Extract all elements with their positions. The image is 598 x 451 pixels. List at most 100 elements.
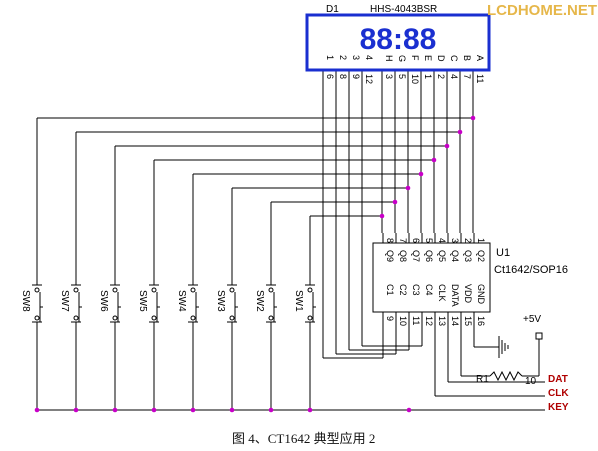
ic-ref: U1 (496, 247, 510, 259)
display-pin-label: 1 (325, 55, 335, 60)
switch-label: SW6 (98, 290, 109, 312)
junction-dot (190, 407, 196, 413)
ic-pin-label: Q5 (437, 250, 447, 262)
ic-bottom-pin-number: 15 (463, 316, 473, 326)
junction-dot (268, 407, 274, 413)
display-pin-label: F (410, 55, 420, 61)
display-pin-number: 6 (325, 74, 335, 79)
junction-dots (34, 115, 476, 413)
ic-part: Ct1642/SOP16 (494, 264, 568, 276)
ic-pin-label: GND (476, 284, 486, 305)
ic-pin-label: Q3 (463, 250, 473, 262)
ic-top-pin-number: 6 (411, 238, 421, 243)
switch-sw4: SW4 (176, 284, 199, 323)
ic-bottom-pin-number: 11 (411, 316, 421, 325)
switch-sw1: SW1 (293, 284, 316, 323)
switch-label: SW5 (137, 290, 148, 312)
lcd-frame (305, 13, 491, 72)
display-pin-label: C (449, 55, 459, 62)
display-pin-number: 7 (462, 74, 472, 79)
display-pin-label: 3 (351, 55, 361, 60)
switch-label: SW8 (20, 290, 31, 312)
junction-dot (229, 407, 235, 413)
display-pin-number: 3 (384, 74, 394, 79)
ic-pin-label: Q6 (424, 250, 434, 262)
display-pin-label: D (436, 55, 446, 62)
signal-clk: CLK (548, 388, 569, 399)
ic-bottom-pin-number: 13 (437, 316, 447, 326)
junction-dot (392, 199, 398, 205)
switch-label: SW4 (176, 290, 187, 312)
ic-pin-label: C3 (411, 284, 421, 296)
resistor-zigzag (489, 370, 523, 382)
junction-dot (112, 407, 118, 413)
display-pin-label: E (423, 55, 433, 61)
display-pin-number: 2 (436, 74, 446, 79)
ic-body (372, 242, 491, 313)
ic-bottom-pin-number: 10 (398, 316, 408, 326)
ic-top-pin-number: 5 (424, 238, 434, 243)
junction-dot (34, 407, 40, 413)
ic-pin-label: Q4 (450, 250, 460, 262)
ic-pin-label: Q9 (385, 250, 395, 262)
ic-pin-label: VDD (463, 284, 473, 304)
junction-dot (431, 157, 437, 163)
display-pin-label: 2 (338, 55, 348, 60)
watermark: LCDHOME.NET (487, 2, 597, 19)
junction-dot (307, 407, 313, 413)
ic-pin-label: Q8 (398, 250, 408, 262)
switch-label: SW2 (254, 290, 265, 312)
ic-pin-label: Q7 (411, 250, 421, 262)
display-pin-label: H (384, 55, 394, 62)
display-ref: D1 (326, 4, 339, 15)
wiring (36, 70, 545, 411)
display-pin-number: 1 (423, 74, 433, 79)
figure-caption: 图 4、CT1642 典型应用 2 (232, 431, 376, 446)
signal-key: KEY (548, 402, 569, 413)
switch-sw2: SW2 (254, 284, 277, 323)
ic-top-pin-number: 2 (463, 238, 473, 243)
display-pin-label: 4 (364, 55, 374, 60)
ic-top-pin-number: 3 (450, 238, 460, 243)
display-part: HHS-4043BSR (370, 4, 437, 15)
switch-sw7: SW7 (59, 284, 82, 323)
ic-bottom-pin-number: 16 (476, 316, 486, 326)
switch-sw8: SW8 (20, 284, 43, 323)
ic-top-pin-number: 7 (398, 238, 408, 243)
power-supply: +5V (523, 314, 543, 340)
lcd-digits: 88:88 (360, 23, 437, 56)
ic-pin-label: C2 (398, 284, 408, 296)
display-pin-number: 9 (351, 74, 361, 79)
junction-dot (405, 185, 411, 191)
junction-dot (457, 129, 463, 135)
ic-bottom-pin-number: 14 (450, 316, 460, 326)
display-pin-number: 12 (364, 74, 374, 84)
ic-pin-label: C4 (424, 284, 434, 296)
resistor-ref: R1 (476, 374, 489, 385)
junction-dot (444, 143, 450, 149)
display-pin-label: A (475, 55, 485, 61)
junction-dot (73, 407, 79, 413)
junction-dot (418, 171, 424, 177)
display-pin-label: G (397, 55, 407, 62)
display-pin-number: 5 (397, 74, 407, 79)
junction-dot (406, 407, 412, 413)
switch-label: SW3 (215, 290, 226, 312)
junction-dot (470, 115, 476, 121)
power-label: +5V (523, 314, 541, 325)
switch-sw6: SW6 (98, 284, 121, 323)
signal-dat: DAT (548, 374, 568, 385)
switch-sw5: SW5 (137, 284, 160, 323)
ground-symbol (498, 336, 509, 358)
junction-dot (379, 213, 385, 219)
ic-top-pin-number: 1 (476, 238, 486, 243)
power-terminal (535, 332, 543, 340)
ic-pin-label: CLK (437, 284, 447, 302)
switch-label: SW7 (59, 290, 70, 312)
